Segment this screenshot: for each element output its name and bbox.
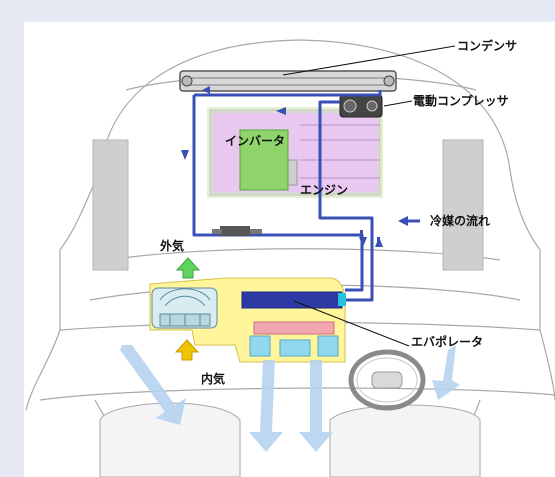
steering-wheel [348, 349, 426, 411]
outside-air-arrow [175, 257, 201, 279]
refrigerant-flow-legend-arrow [398, 216, 420, 226]
auxiliary-valve [212, 226, 262, 236]
electric-compressor [339, 94, 383, 118]
condenser-label: コンデンサ [457, 39, 518, 53]
cooled-air-flow [120, 345, 460, 452]
right-wheel [442, 139, 484, 271]
evaporator-label: エバポレータ [411, 335, 484, 349]
engine-block [207, 107, 383, 198]
inverter-label: インバータ [225, 134, 286, 148]
electric-compressor-label: 電動コンプレッサ [413, 94, 509, 108]
seats [99, 402, 481, 477]
engine-label: エンジン [300, 183, 349, 197]
inside-air-arrow [174, 339, 200, 361]
evaporator-core [241, 291, 343, 309]
inside-air-label: 内気 [201, 372, 226, 386]
refrigerant-flow-label: 冷媒の流れ [430, 214, 491, 228]
outside-air-label: 外気 [160, 239, 185, 253]
label-leader-lines [282, 45, 456, 347]
inverter-unit [239, 129, 289, 191]
hvac-unit [149, 277, 346, 363]
left-wheel [92, 139, 129, 271]
condenser-unit [179, 70, 397, 92]
refrigerant-flow-arrows [181, 86, 383, 247]
